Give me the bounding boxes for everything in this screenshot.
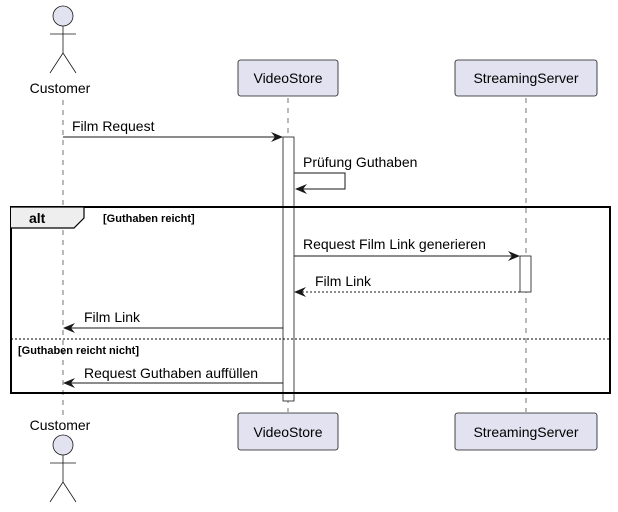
actor-customer-label-bottom: Customer bbox=[30, 417, 91, 433]
actor-customer-label-top: Customer bbox=[30, 80, 91, 96]
participant-videostore-label-bottom: VideoStore bbox=[253, 424, 322, 440]
participant-streamingserver-label-top: StreamingServer bbox=[473, 70, 578, 86]
message-film-link-return: Film Link bbox=[294, 273, 520, 297]
alt-fragment: alt [Guthaben reicht] [Guthaben reicht n… bbox=[10, 206, 611, 394]
message-request-film-link: Request Film Link generieren bbox=[294, 236, 520, 261]
message-film-request: Film Request bbox=[63, 118, 283, 142]
message-film-link-customer: Film Link bbox=[63, 309, 283, 333]
message-label: Prüfung Guthaben bbox=[303, 154, 417, 170]
participant-videostore-bottom: VideoStore bbox=[237, 412, 339, 451]
message-pruefung-guthaben: Prüfung Guthaben bbox=[294, 154, 417, 194]
participant-videostore-top: VideoStore bbox=[237, 59, 339, 97]
actor-customer-top: Customer bbox=[30, 5, 91, 96]
message-label: Film Link bbox=[315, 273, 372, 289]
alt-keyword: alt bbox=[29, 210, 46, 226]
participant-streamingserver-bottom: StreamingServer bbox=[454, 412, 598, 451]
message-label: Film Link bbox=[84, 309, 141, 325]
message-label: Request Guthaben auffüllen bbox=[84, 365, 258, 381]
participant-streamingserver-top: StreamingServer bbox=[454, 59, 598, 97]
activation-videostore bbox=[282, 136, 295, 402]
message-label: Request Film Link generieren bbox=[303, 236, 486, 252]
actor-head bbox=[52, 434, 74, 456]
participant-videostore-label-top: VideoStore bbox=[253, 70, 322, 86]
actor-head bbox=[52, 5, 74, 27]
activation-streamingserver bbox=[519, 255, 532, 293]
alt-guard-1: [Guthaben reicht] bbox=[103, 213, 195, 225]
message-request-guthaben-auffuellen: Request Guthaben auffüllen bbox=[63, 365, 283, 388]
actor-customer-bottom: Customer bbox=[30, 417, 91, 503]
alt-guard-2: [Guthaben reicht nicht] bbox=[18, 345, 139, 357]
message-label: Film Request bbox=[72, 118, 155, 134]
participant-streamingserver-label-bottom: StreamingServer bbox=[473, 424, 578, 440]
